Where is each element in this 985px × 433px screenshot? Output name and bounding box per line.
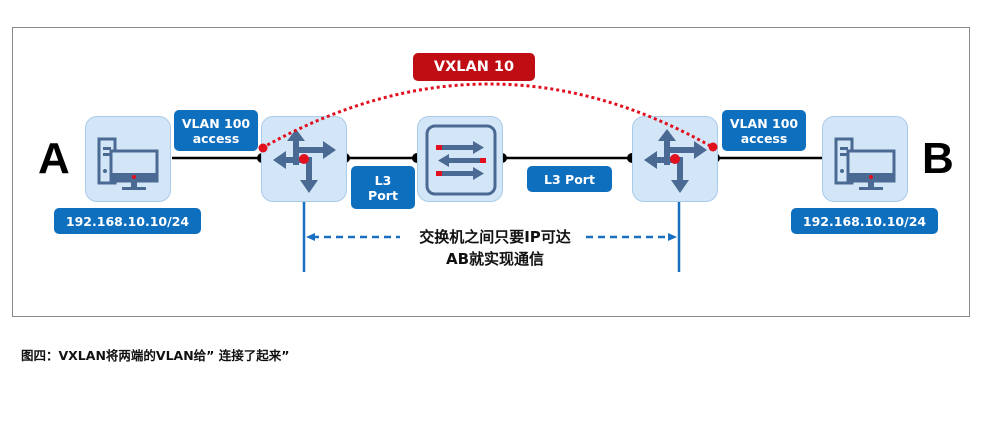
vlan-tag-line2: access xyxy=(740,130,788,146)
vlan-access-tag-a: VLAN 100 access xyxy=(174,110,258,151)
right-arrowhead xyxy=(668,233,677,241)
vlan-tag-line1: VLAN 100 xyxy=(181,115,251,131)
left-arrowhead xyxy=(306,233,315,241)
router-icon xyxy=(644,129,707,193)
tunnel-endpoint-dot xyxy=(258,143,268,153)
host-b-node[interactable] xyxy=(822,116,908,202)
ip-label-b: 192.168.10.10/24 xyxy=(791,208,938,234)
host-a-node[interactable] xyxy=(85,116,171,202)
vxlan-tunnel-arc xyxy=(261,82,715,150)
endpoint-b-letter: B xyxy=(922,134,954,183)
tunnel-endpoint-dot xyxy=(708,142,718,152)
vlan-tag-line2: access xyxy=(192,130,240,146)
computer-icon xyxy=(834,137,896,190)
vxlan-tag: VXLAN 10 xyxy=(413,53,535,81)
note-line1: 交换机之间只要IP可达 xyxy=(419,228,571,246)
l3-port-line2: Port xyxy=(368,187,398,203)
right-vtep-switch-node[interactable] xyxy=(632,116,718,202)
left-vtep-switch-node[interactable] xyxy=(261,116,347,202)
note-line2: AB就实现通信 xyxy=(445,250,545,268)
right-l3-port-tag: L3 Port xyxy=(527,166,612,192)
endpoint-a-letter: A xyxy=(38,134,70,183)
vlan-tag-line1: VLAN 100 xyxy=(729,115,799,131)
switch-icon xyxy=(425,124,497,196)
ip-label-a: 192.168.10.10/24 xyxy=(54,208,201,234)
left-l3-port-tag: L3 Port xyxy=(351,166,415,209)
l3-port-line1: L3 xyxy=(374,172,392,188)
figure-caption: 图四：VXLAN将两端的VLAN给” 连接了起来” xyxy=(21,348,290,363)
computer-icon xyxy=(97,137,159,190)
router-icon xyxy=(273,129,336,193)
vlan-access-tag-b: VLAN 100 access xyxy=(722,110,806,151)
core-switch-node[interactable] xyxy=(417,116,503,202)
